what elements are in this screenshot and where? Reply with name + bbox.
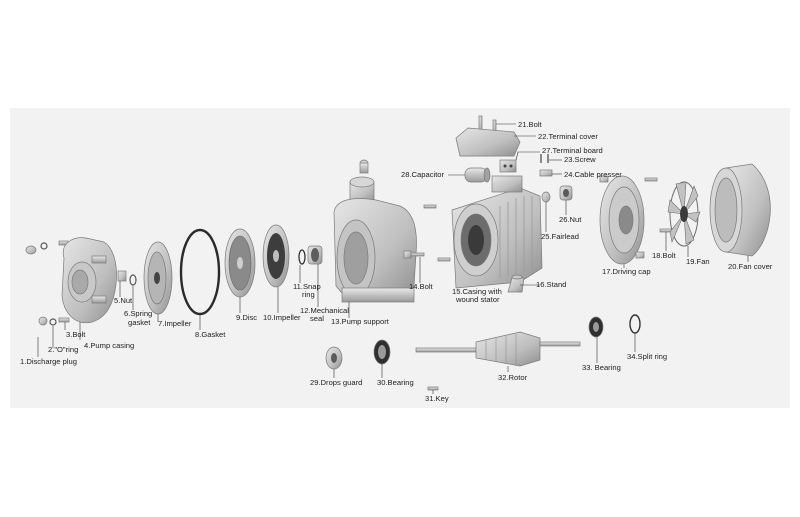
label-stator-casing-2: wound stator xyxy=(455,295,500,304)
label-fan-cover: 20.Fan cover xyxy=(728,262,773,271)
label-gasket-8: 8.Gasket xyxy=(195,330,226,339)
label-impeller-7: 7.Impeller xyxy=(158,319,192,328)
key-part xyxy=(427,386,439,391)
fan-cover-part xyxy=(709,163,771,257)
terminal-board-part xyxy=(499,159,517,173)
label-bearing-30: 30.Bearing xyxy=(377,378,414,387)
fan-part xyxy=(667,181,701,247)
label-bearing-33: 33. Bearing xyxy=(582,363,621,372)
disc-part-9 xyxy=(224,228,256,298)
label-pump-support: 13.Pump support xyxy=(331,317,390,326)
o-ring-part xyxy=(40,242,57,326)
label-terminal-cover: 22.Terminal cover xyxy=(538,132,598,141)
label-mechanical-seal-2: seal xyxy=(310,314,324,323)
snap-ring-part xyxy=(298,249,306,265)
label-driving-cap: 17.Driving cap xyxy=(602,267,651,276)
part-labels: 1.Discharge plug 2."O"ring 3.Bolt 4.Pump… xyxy=(20,120,773,403)
label-spring-gasket-2: gasket xyxy=(128,318,151,327)
label-bolt-14: 14.Bolt xyxy=(409,282,434,291)
label-bolt-18: 18.Bolt xyxy=(652,251,677,260)
label-bolt-21: 21.Bolt xyxy=(518,120,543,129)
label-fan: 19.Fan xyxy=(686,257,710,266)
stator-casing-part xyxy=(451,175,543,289)
pump-casing-part xyxy=(61,237,117,324)
label-key: 31.Key xyxy=(425,394,449,403)
label-drops-guard: 29.Drops guard xyxy=(310,378,362,387)
bearing-part-33 xyxy=(588,316,604,338)
cable-presser-part xyxy=(539,169,553,177)
capacitor-part xyxy=(464,167,491,183)
label-split-ring: 34.Split ring xyxy=(627,352,667,361)
label-capacitor: 28.Capacitor xyxy=(401,170,445,179)
spring-gasket-part xyxy=(129,274,137,286)
stand-part xyxy=(507,274,525,293)
label-snap-ring-1: 11.Snap xyxy=(293,282,321,291)
mechanical-seal-part xyxy=(307,245,323,265)
bolt-part-3 xyxy=(58,240,70,323)
nut-part-26 xyxy=(559,185,573,201)
label-pump-casing: 4.Pump casing xyxy=(84,341,134,350)
leader-lines xyxy=(37,123,749,394)
drops-guard-part xyxy=(325,346,343,370)
label-o-ring: 2."O"ring xyxy=(48,345,78,354)
terminal-cover-part xyxy=(455,127,521,157)
label-impeller-10: 10.Impeller xyxy=(263,313,301,322)
label-cable-presser: 24.Cable presser xyxy=(564,170,622,179)
label-mechanical-seal-1: 12.Mechanical xyxy=(300,306,349,315)
pump-support-part xyxy=(333,159,417,303)
label-nut-26: 26.Nut xyxy=(559,215,582,224)
label-stand: 16.Stand xyxy=(536,280,566,289)
label-stator-casing-1: 15.Casing with xyxy=(452,287,502,296)
rotor-part xyxy=(415,331,581,367)
label-disc-9: 9.Disc xyxy=(236,313,257,322)
bolt-part-14 xyxy=(403,250,425,259)
label-rotor: 32.Rotor xyxy=(498,373,528,382)
label-bolt-3: 3.Bolt xyxy=(66,330,86,339)
label-terminal-board: 27.Terminal board xyxy=(542,146,603,155)
discharge-plug-part xyxy=(25,245,48,326)
label-nut-5: 5.Nut xyxy=(114,296,133,305)
bearing-part-30 xyxy=(373,339,391,365)
bolt-part-misc xyxy=(423,204,451,262)
fairlead-part xyxy=(541,191,551,203)
label-discharge-plug: 1.Discharge plug xyxy=(20,357,77,366)
impeller-part-10 xyxy=(262,224,290,288)
screw-part-23 xyxy=(540,154,549,163)
label-snap-ring-2: ring xyxy=(302,290,315,299)
label-spring-gasket-1: 6.Spring xyxy=(124,309,152,318)
impeller-part-7 xyxy=(143,241,173,315)
label-screw-23: 23.Screw xyxy=(564,155,596,164)
label-fairlead: 25.Fairlead xyxy=(541,232,579,241)
nut-part-5 xyxy=(117,270,127,282)
driving-cap-part xyxy=(599,175,645,265)
